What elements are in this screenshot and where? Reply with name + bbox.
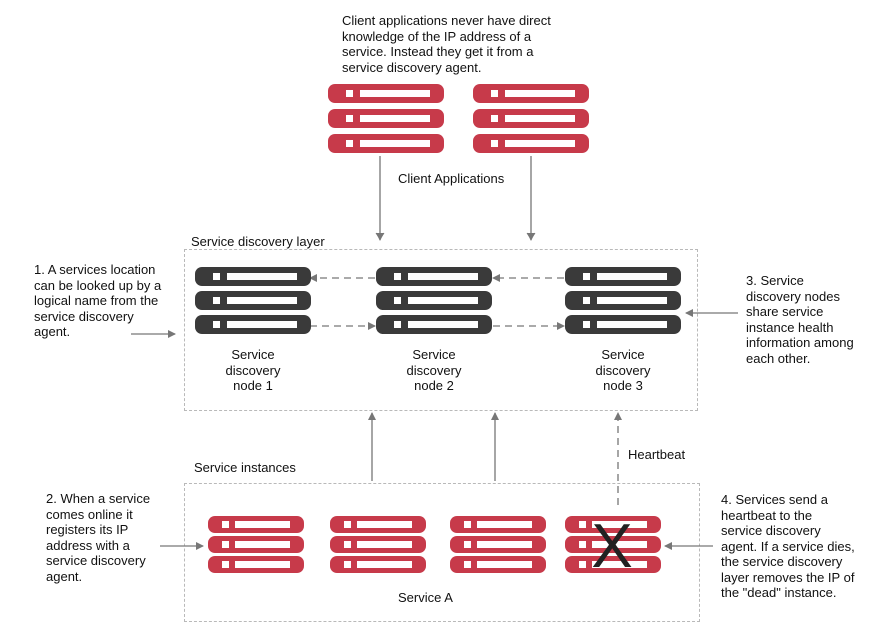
heartbeat-label: Heartbeat bbox=[628, 447, 686, 462]
service-discovery-layer-box bbox=[184, 249, 698, 411]
dead-service-instance-icon bbox=[565, 516, 661, 574]
service-instances-box bbox=[184, 483, 700, 622]
client-applications-label: Client Applications bbox=[398, 171, 505, 186]
service-instance-2-icon bbox=[330, 516, 426, 574]
discovery-node-2-icon bbox=[376, 267, 492, 339]
x-icon: X bbox=[591, 512, 633, 581]
node-3-label: Service discovery node 3 bbox=[595, 347, 651, 393]
discovery-node-1-icon bbox=[195, 267, 311, 339]
note-1: 1. A services location can be looked up … bbox=[34, 262, 162, 339]
note-2: 2. When a service comes online it regist… bbox=[46, 491, 151, 584]
service-discovery-layer-label: Service discovery layer bbox=[191, 234, 325, 249]
client-app-server-stack-1 bbox=[328, 84, 444, 156]
note-4: 4. Services send a heartbeat to the serv… bbox=[721, 492, 855, 600]
service-instance-3-icon bbox=[450, 516, 546, 574]
service-instance-1-icon bbox=[208, 516, 304, 574]
service-a-label: Service A bbox=[398, 590, 453, 605]
node-1-label: Service discovery node 1 bbox=[225, 347, 281, 393]
note-3: 3. Service discovery nodes share service… bbox=[746, 273, 854, 366]
discovery-node-3-icon bbox=[565, 267, 681, 339]
service-instances-label: Service instances bbox=[194, 460, 296, 475]
client-note: Client applications never have direct kn… bbox=[342, 13, 551, 75]
client-app-server-stack-2 bbox=[473, 84, 589, 156]
node-2-label: Service discovery node 2 bbox=[406, 347, 462, 393]
